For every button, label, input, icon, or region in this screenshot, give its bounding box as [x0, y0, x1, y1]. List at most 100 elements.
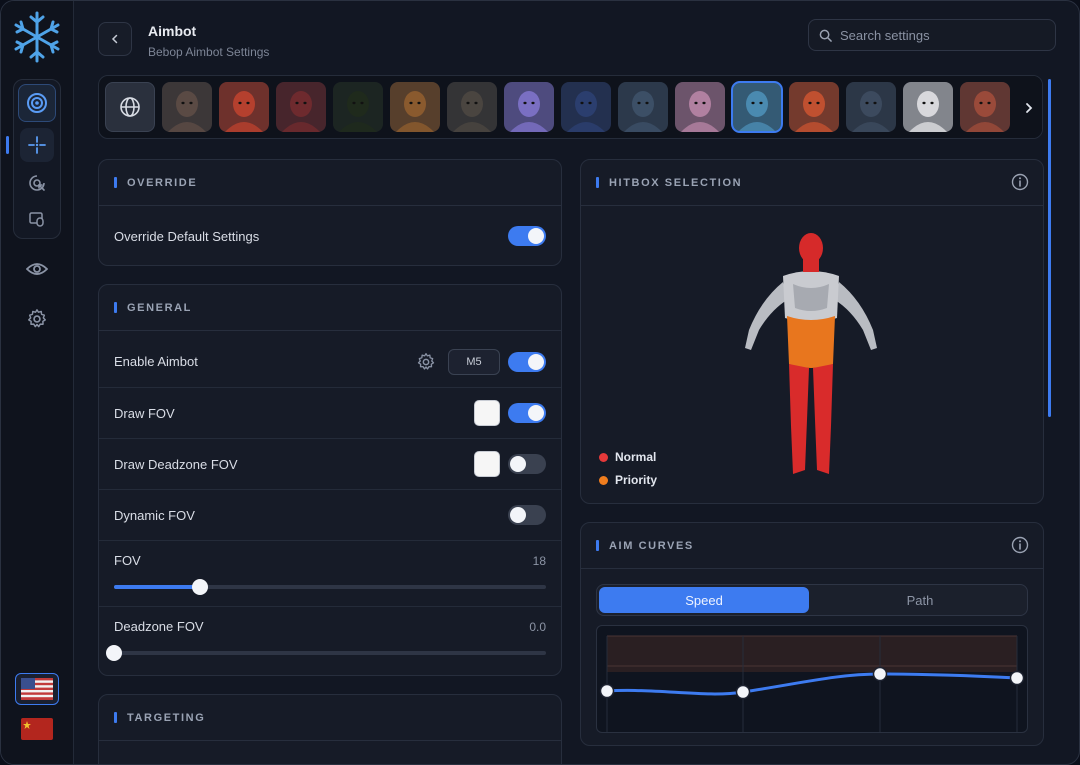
snowflake-logo-icon	[9, 9, 65, 65]
override-default-toggle[interactable]	[508, 226, 546, 246]
hero-portrait-5[interactable]	[390, 82, 440, 132]
deadzone-color-swatch[interactable]	[474, 451, 500, 477]
settings-gear-icon[interactable]	[21, 303, 53, 335]
crosshair-icon	[28, 136, 46, 154]
page-title: Aimbot	[148, 23, 197, 39]
draw-deadzone-toggle[interactable]	[508, 454, 546, 474]
hero-portrait-11-bebop[interactable]	[731, 81, 783, 133]
legend-priority: Priority	[599, 473, 657, 487]
override-header: OVERRIDE	[99, 160, 561, 206]
hero-portrait-14[interactable]	[903, 82, 953, 132]
chevron-right-icon	[1026, 103, 1033, 113]
hero-selector	[98, 75, 1043, 139]
hero-portrait-8[interactable]	[561, 82, 611, 132]
hero-portrait-2[interactable]	[219, 82, 269, 132]
hero-scroll-next-button[interactable]	[1016, 76, 1042, 138]
search-input[interactable]	[840, 27, 1040, 43]
deadzone-fov-label: Deadzone FOV	[114, 619, 204, 634]
chevron-left-icon	[111, 34, 118, 44]
draw-fov-toggle[interactable]	[508, 403, 546, 423]
hitbox-header: HITBOX SELECTION	[581, 160, 1043, 206]
hitbox-panel: HITBOX SELECTION Normal	[580, 159, 1044, 504]
fov-value: 18	[532, 554, 546, 568]
draw-fov-label: Draw FOV	[114, 405, 175, 421]
legend-priority-dot	[599, 475, 608, 485]
hero-portrait-6[interactable]	[447, 82, 497, 132]
search-icon	[819, 29, 832, 42]
target-cursor-icon	[29, 175, 45, 191]
override-default-label: Override Default Settings	[114, 228, 260, 244]
fov-slider-thumb[interactable]	[192, 579, 209, 595]
override-title: OVERRIDE	[127, 176, 198, 189]
targeting-panel: TARGETING	[98, 694, 562, 764]
nav-triggerbot-button[interactable]	[20, 166, 54, 200]
hitbox-body-model[interactable]	[731, 230, 891, 486]
keybind-settings-gear-icon[interactable]	[416, 352, 436, 372]
monitor-mouse-icon	[29, 212, 44, 227]
hero-portrait-1[interactable]	[162, 82, 212, 132]
enable-aimbot-label: Enable Aimbot	[114, 354, 198, 369]
hero-portrait-4[interactable]	[333, 82, 383, 132]
language-chinese-button[interactable]	[15, 713, 59, 745]
fov-slider[interactable]	[114, 579, 546, 595]
us-flag-icon	[21, 678, 53, 700]
deadzone-fov-slider-thumb[interactable]	[106, 645, 122, 661]
fov-label: FOV	[114, 553, 141, 568]
dynamic-fov-row: Dynamic FOV	[99, 489, 561, 540]
nav-input-button[interactable]	[20, 202, 54, 236]
curve-control-point[interactable]	[1009, 670, 1025, 686]
deadzone-fov-slider-row: Deadzone FOV 0.0	[99, 606, 561, 675]
tab-path[interactable]: Path	[906, 592, 934, 608]
fov-slider-row: FOV 18	[99, 540, 561, 606]
china-flag-icon	[21, 718, 53, 740]
legend-normal: Normal	[599, 450, 656, 464]
general-title: GENERAL	[127, 301, 192, 314]
nav-group-aim	[6, 79, 61, 239]
tab-speed[interactable]: Speed	[599, 587, 809, 613]
dynamic-fov-label: Dynamic FOV	[114, 507, 195, 523]
hero-portrait-15[interactable]	[960, 82, 1010, 132]
hitbox-info-icon[interactable]	[1011, 173, 1029, 191]
nav-aimbot-button[interactable]	[20, 128, 54, 162]
globe-icon	[120, 97, 140, 117]
hitbox-title: HITBOX SELECTION	[609, 176, 743, 189]
draw-fov-row: Draw FOV	[99, 387, 561, 438]
radar-icon	[27, 93, 47, 113]
deadzone-fov-value: 0.0	[529, 620, 546, 634]
curve-control-point[interactable]	[735, 684, 751, 700]
curve-control-point[interactable]	[599, 683, 615, 699]
hero-portrait-13[interactable]	[846, 82, 896, 132]
visuals-eye-icon[interactable]	[21, 253, 53, 285]
hero-portrait-9[interactable]	[618, 82, 668, 132]
aim-curves-panel: AIM CURVES Speed Path	[580, 522, 1044, 746]
page-subtitle: Bebop Aimbot Settings	[148, 45, 270, 59]
general-header: GENERAL	[99, 285, 561, 331]
fov-color-swatch[interactable]	[474, 400, 500, 426]
sidebar	[1, 1, 74, 764]
language-english-button[interactable]	[15, 673, 59, 705]
speed-curve-line	[606, 672, 1018, 696]
aim-curves-info-icon[interactable]	[1011, 536, 1029, 554]
dynamic-fov-toggle[interactable]	[508, 505, 546, 525]
hero-portrait-10[interactable]	[675, 82, 725, 132]
draw-deadzone-label: Draw Deadzone FOV	[114, 456, 238, 472]
targeting-title: TARGETING	[127, 711, 206, 724]
aim-curve-editor[interactable]	[596, 625, 1028, 733]
hero-portrait-12[interactable]	[789, 82, 839, 132]
all-heroes-button[interactable]	[105, 82, 155, 132]
override-panel: OVERRIDE Override Default Settings	[98, 159, 562, 266]
content-scrollbar[interactable]	[1048, 79, 1051, 417]
hero-portrait-7[interactable]	[504, 82, 554, 132]
deadzone-fov-slider[interactable]	[106, 645, 546, 661]
curve-mode-selector: Speed Path	[596, 584, 1028, 616]
enable-aimbot-toggle[interactable]	[508, 351, 546, 372]
curve-control-point[interactable]	[872, 666, 888, 682]
hero-portrait-3[interactable]	[276, 82, 326, 132]
aimbot-keybind-button[interactable]: M5	[448, 348, 500, 375]
draw-deadzone-row: Draw Deadzone FOV	[99, 438, 561, 489]
nav-aim-category-button[interactable]	[18, 84, 56, 122]
active-nav-indicator	[6, 136, 9, 154]
fov-slider-fill	[114, 585, 201, 589]
back-button[interactable]	[98, 22, 132, 56]
